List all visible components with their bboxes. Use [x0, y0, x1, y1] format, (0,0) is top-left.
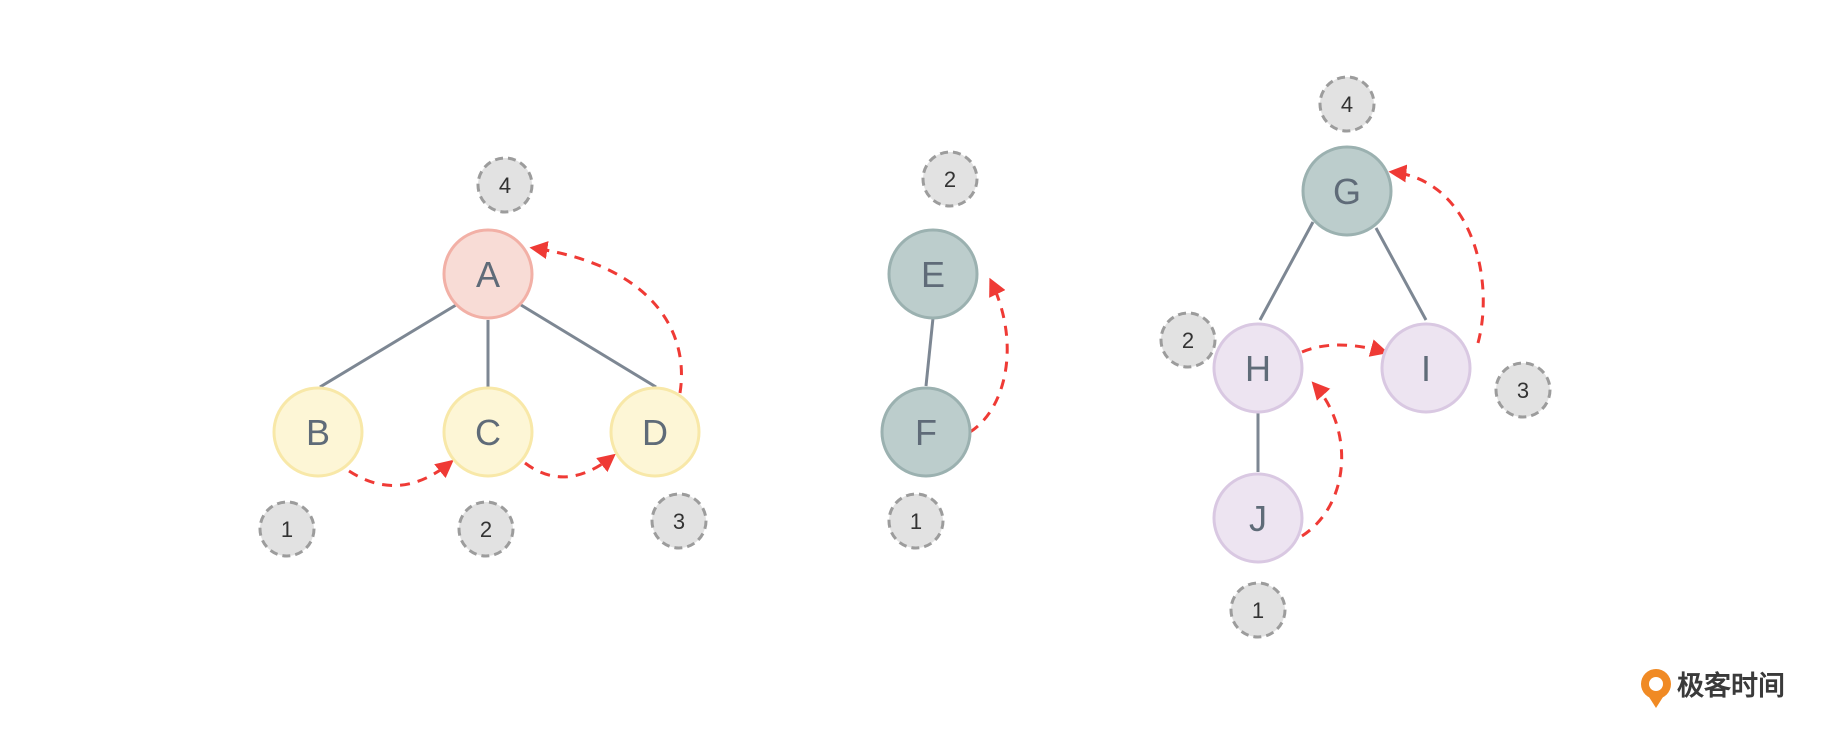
edge-a-b [319, 303, 457, 389]
tree-2: E F 2 1 [880, 150, 1009, 550]
node-i-label: I [1421, 348, 1431, 389]
arrow-h-i [1301, 339, 1389, 357]
order-badge-h: 2 [1159, 311, 1217, 369]
node-f: F [880, 386, 972, 478]
node-c: C [442, 386, 534, 478]
node-c-label: C [475, 412, 501, 453]
node-g-label: G [1333, 171, 1361, 212]
node-j-label: J [1249, 498, 1267, 539]
svg-text:1: 1 [910, 509, 922, 534]
node-g: G [1301, 145, 1393, 237]
svg-text:3: 3 [673, 509, 685, 534]
arrow-j-h [1301, 381, 1344, 538]
node-f-label: F [915, 412, 937, 453]
svg-text:2: 2 [1182, 328, 1194, 353]
order-badge-j: 1 [1229, 581, 1287, 639]
order-badge-e: 2 [921, 150, 979, 208]
svg-text:2: 2 [480, 517, 492, 542]
svg-text:4: 4 [499, 173, 511, 198]
tree-3: G H I J 4 2 3 1 [1159, 75, 1552, 639]
node-h: H [1212, 322, 1304, 414]
order-badge-b: 1 [258, 500, 316, 558]
order-badge-g: 4 [1318, 75, 1376, 133]
node-d: D [609, 386, 701, 478]
geektime-logo: 极客时间 [1641, 669, 1785, 708]
logo-text: 极客时间 [1677, 670, 1785, 702]
edge-g-h [1258, 221, 1315, 321]
order-badge-c: 2 [457, 500, 515, 558]
node-e: E [887, 228, 979, 320]
arrow-b-c [348, 459, 454, 488]
node-b: B [272, 386, 364, 478]
svg-text:4: 4 [1341, 92, 1353, 117]
edge-a-d [520, 303, 657, 389]
order-badge-f: 1 [887, 492, 945, 550]
node-a-label: A [476, 254, 500, 295]
node-i: I [1380, 322, 1472, 414]
arrow-i-g [1388, 164, 1485, 344]
geektime-logo-icon [1641, 669, 1671, 708]
svg-text:3: 3 [1517, 378, 1529, 403]
order-badge-d: 3 [650, 492, 708, 550]
node-j: J [1212, 472, 1304, 564]
edge-e-f [924, 317, 935, 387]
node-d-label: D [642, 412, 668, 453]
tree-1: A B C D 4 1 2 3 [258, 156, 708, 558]
svg-text:1: 1 [281, 517, 293, 542]
order-badge-a: 4 [476, 156, 534, 214]
node-a: A [442, 228, 534, 320]
svg-text:2: 2 [944, 167, 956, 192]
arrow-f-e [969, 277, 1009, 434]
svg-text:1: 1 [1252, 598, 1264, 623]
node-e-label: E [921, 254, 945, 295]
arrow-c-d [524, 453, 616, 479]
node-b-label: B [306, 412, 330, 453]
order-badge-i: 3 [1494, 361, 1552, 419]
edge-g-i [1374, 227, 1428, 321]
node-h-label: H [1245, 348, 1271, 389]
arrow-d-a [529, 241, 683, 394]
